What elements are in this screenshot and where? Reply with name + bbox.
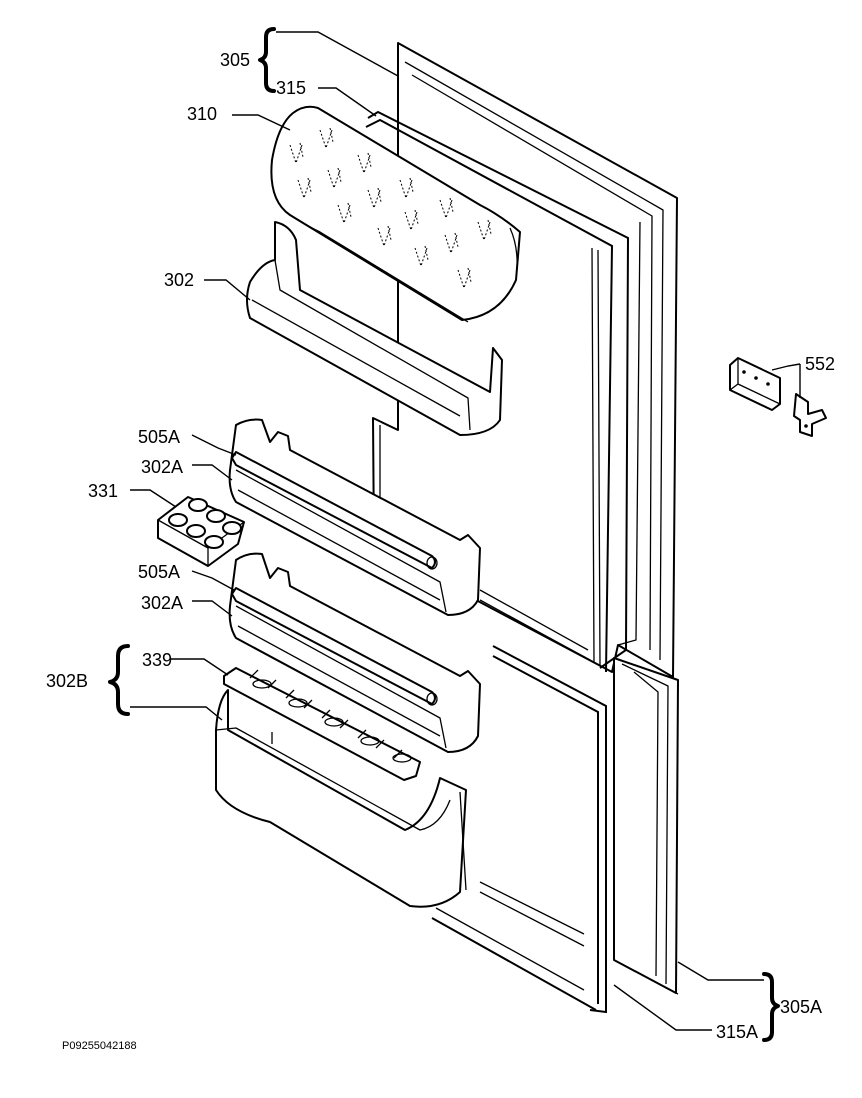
label-305: 305 (220, 50, 251, 70)
label-315a: 315A (716, 1022, 759, 1042)
brace-305a (762, 972, 780, 1042)
bottle-retainer-339 (223, 667, 421, 781)
label-339: 339 (142, 650, 173, 670)
lower-gasket-315a (431, 645, 607, 1014)
upper-gasket-315 (365, 110, 630, 673)
egg-tray-331 (157, 496, 245, 567)
drawing-code: P09255042188 (62, 1040, 137, 1052)
hinge-bracket-552 (729, 357, 827, 437)
brace-marks (108, 27, 780, 1042)
door-shelf-302a-upper (228, 418, 481, 616)
leader-lines (130, 31, 801, 1031)
label-315: 315 (276, 78, 307, 98)
label-302a-lower: 302A (141, 593, 184, 613)
label-302: 302 (164, 270, 195, 290)
label-505a-upper: 505A (138, 427, 181, 447)
bottle-shelf-302b (215, 689, 467, 908)
label-310: 310 (187, 104, 218, 124)
door-shelf-302 (246, 221, 503, 436)
label-552: 552 (805, 354, 836, 374)
label-505a-lower: 505A (138, 562, 181, 582)
lower-door-305a (613, 657, 679, 995)
dairy-cover-310 (270, 105, 521, 323)
label-302b: 302B (46, 671, 89, 691)
brace-302b (108, 644, 130, 716)
label-331: 331 (88, 481, 119, 501)
door-shelf-302a-lower (228, 552, 481, 753)
brace-305 (258, 27, 276, 93)
label-302a-upper: 302A (141, 457, 184, 477)
label-305a: 305A (780, 997, 823, 1017)
